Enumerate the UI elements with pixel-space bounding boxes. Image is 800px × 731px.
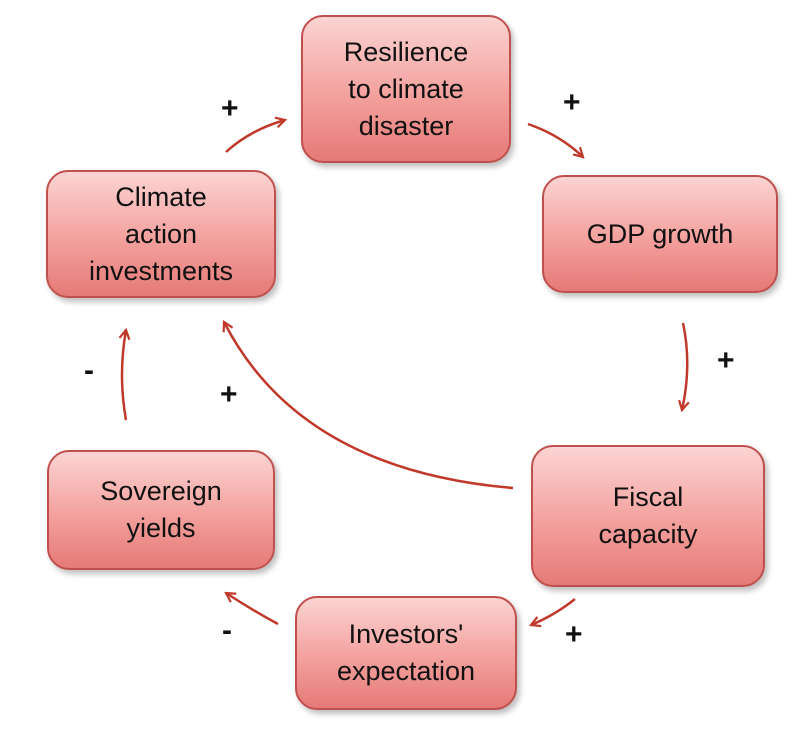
arrow-sovereign-to-climate (122, 330, 126, 421)
sign-fiscal-to-climate: + (220, 378, 238, 411)
node-resilience-label: Resilience to climate disaster (343, 36, 469, 141)
node-fiscal-capacity-label: Fiscal capacity (598, 482, 698, 549)
arrow-fiscal-to-investors (531, 598, 576, 625)
node-sovereign-yields: Sovereign yields (47, 450, 275, 570)
node-climate-action-investments-label: Climate action investments (88, 181, 234, 286)
sign-fiscal-to-investors: + (565, 618, 583, 651)
arrow-resilience-to-gdp (527, 122, 583, 157)
node-investors-expectation-label: Investors' expectation (336, 619, 476, 686)
sign-sovereign-to-climate: - (84, 354, 94, 387)
arrow-fiscal-to-climate (224, 322, 514, 490)
node-climate-action-investments: Climate action investments (46, 170, 276, 298)
node-gdp-growth: GDP growth (542, 175, 778, 293)
node-fiscal-capacity: Fiscal capacity (531, 445, 765, 587)
sign-investors-to-sovereign: - (222, 614, 232, 647)
node-resilience: Resilience to climate disaster (301, 15, 511, 163)
arrow-climate-to-resilience (225, 120, 285, 153)
node-investors-expectation: Investors' expectation (295, 596, 517, 710)
arrow-gdp-to-fiscal (682, 322, 687, 410)
node-gdp-growth-label: GDP growth (586, 218, 734, 249)
sign-climate-to-resilience: + (221, 92, 239, 125)
node-sovereign-yields-label: Sovereign yields (100, 476, 222, 543)
arrow-investors-to-sovereign (226, 593, 279, 626)
sign-resilience-to-gdp: + (563, 86, 581, 119)
sign-gdp-to-fiscal: + (717, 344, 735, 377)
